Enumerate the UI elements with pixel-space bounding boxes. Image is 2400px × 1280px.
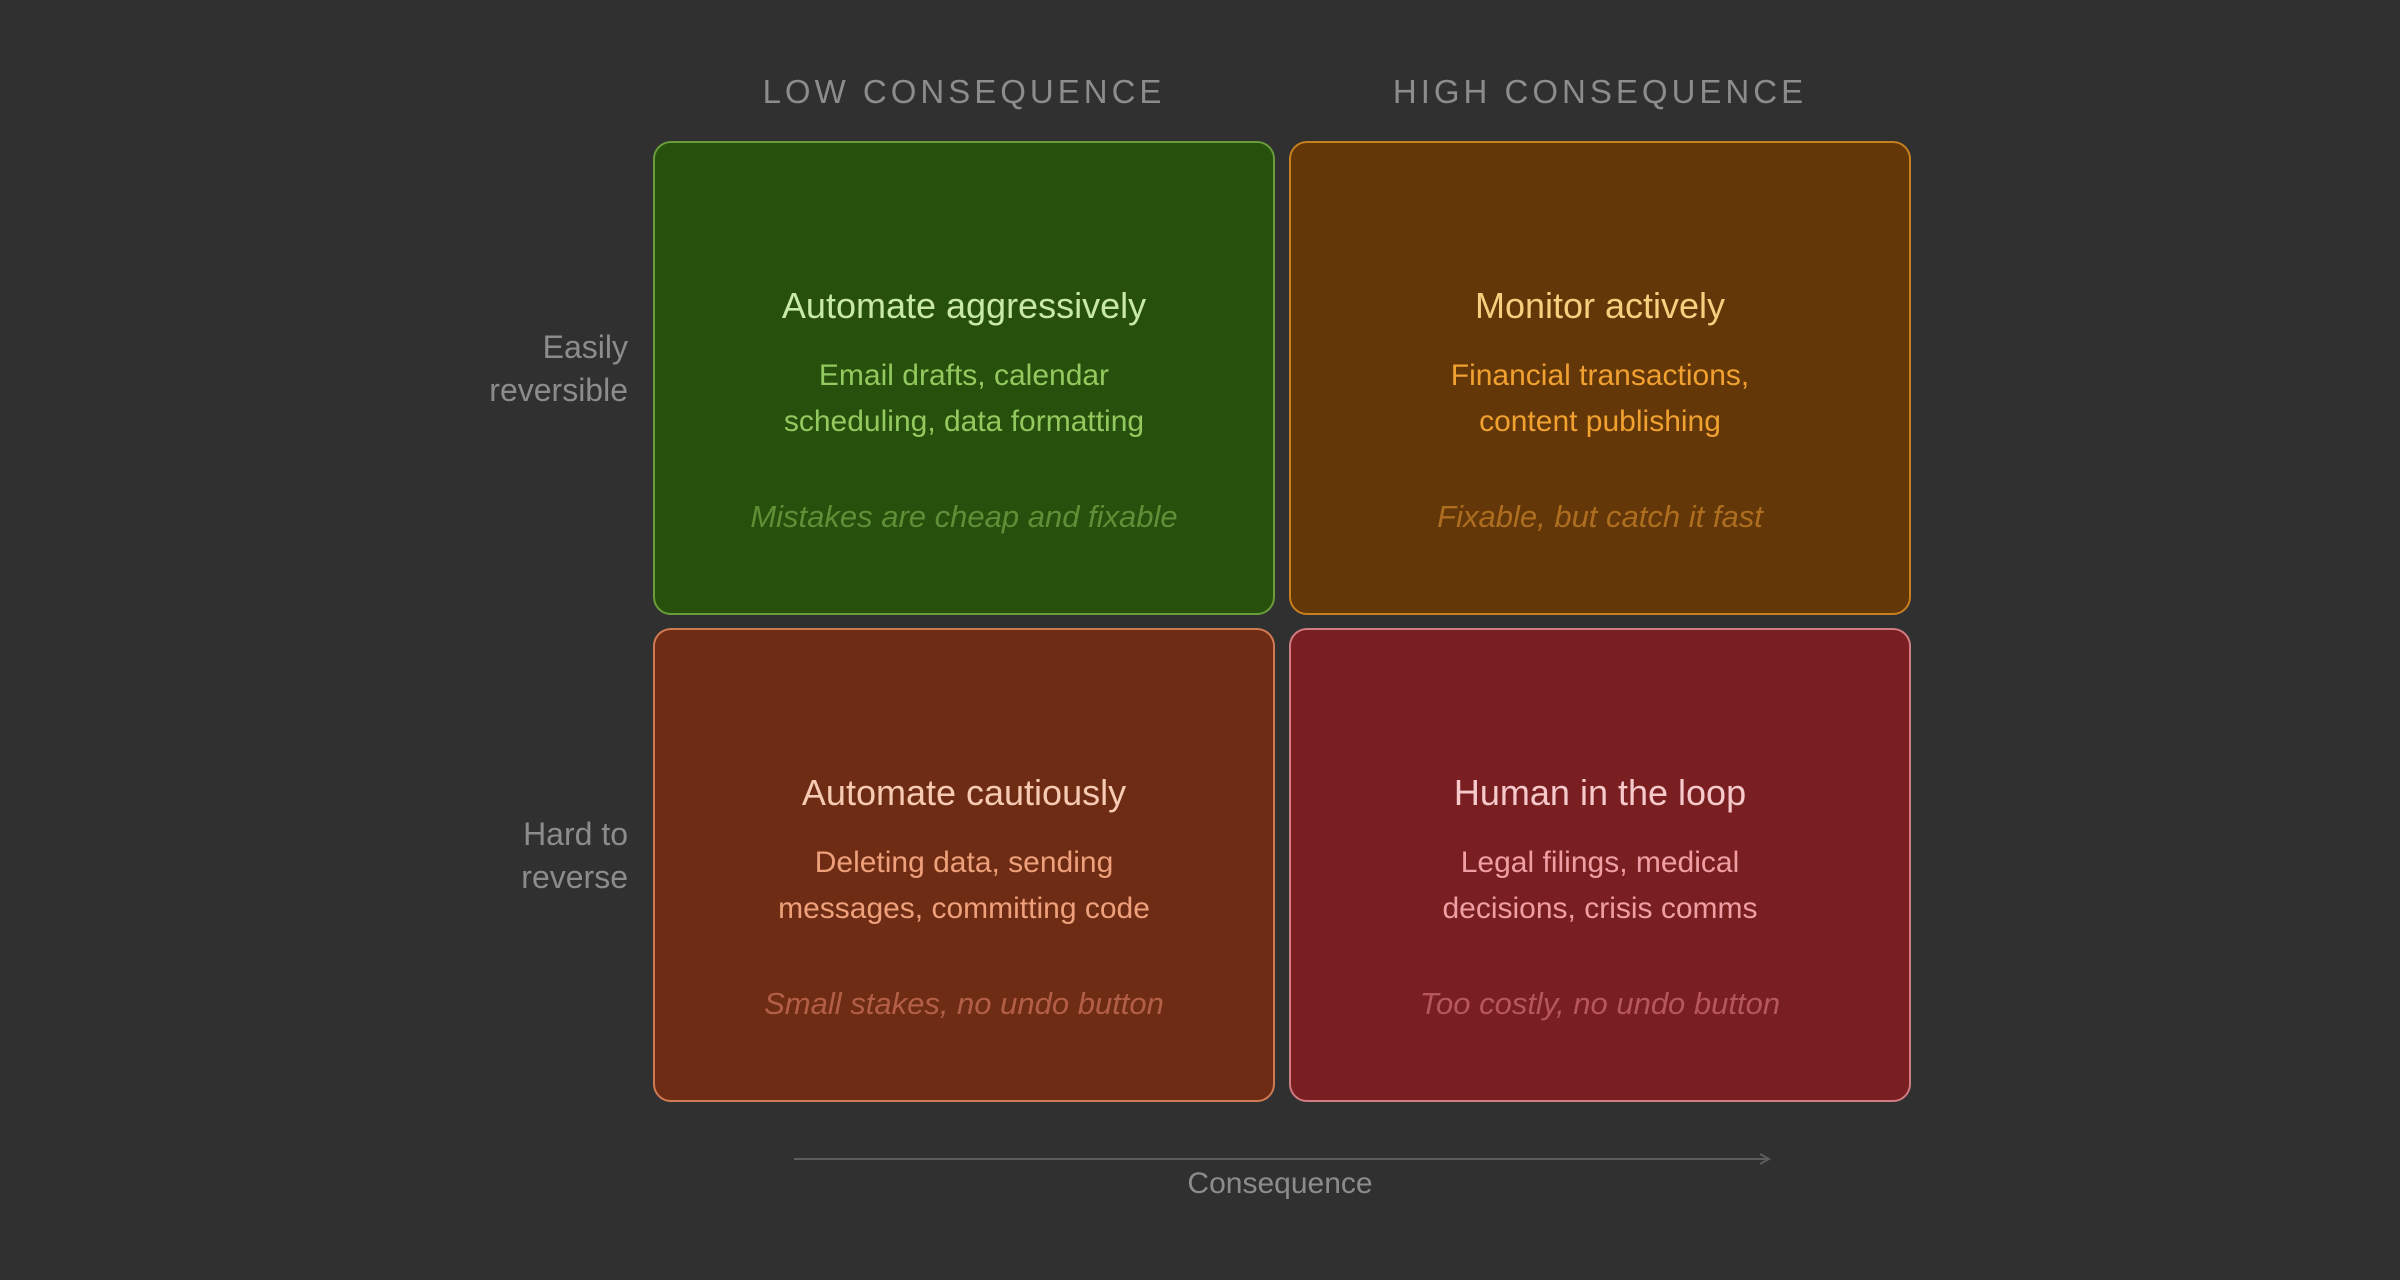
quadrant-example-line: Deleting data, sending bbox=[814, 846, 1114, 879]
quadrant-example-line: scheduling, data formatting bbox=[783, 405, 1145, 438]
column-header-low-consequence: LOW CONSEQUENCE bbox=[762, 73, 1166, 110]
quadrant-note: Mistakes are cheap and fixable bbox=[750, 499, 1178, 534]
quadrant-automate-aggressively: Automate aggressively Email drafts, cale… bbox=[653, 141, 1275, 615]
quadrant-example-line: content publishing bbox=[1479, 405, 1721, 438]
quadrant-note: Fixable, but catch it fast bbox=[1437, 499, 1763, 534]
column-header-high-consequence: HIGH CONSEQUENCE bbox=[1392, 73, 1808, 110]
row-label-line: Easily bbox=[542, 329, 628, 365]
row-label-line: reverse bbox=[521, 859, 628, 895]
axis-label-consequence: Consequence bbox=[1187, 1167, 1373, 1200]
quadrant-note: Small stakes, no undo button bbox=[764, 986, 1164, 1021]
quadrant-examples: Deleting data, sending messages, committ… bbox=[655, 840, 1273, 932]
quadrant-automate-cautiously: Automate cautiously Deleting data, sendi… bbox=[653, 628, 1275, 1102]
quadrant-example-line: Email drafts, calendar bbox=[818, 359, 1110, 392]
row-label-hard-to-reverse: Hard to reverse bbox=[300, 813, 628, 899]
quadrant-example-line: decisions, crisis comms bbox=[1442, 892, 1758, 925]
quadrant-monitor-actively: Monitor actively Financial transactions,… bbox=[1289, 141, 1911, 615]
quadrant-title: Automate cautiously bbox=[801, 772, 1127, 813]
quadrant-examples: Email drafts, calendar scheduling, data … bbox=[655, 353, 1273, 445]
consequence-axis-arrow bbox=[794, 1153, 1772, 1165]
quadrant-example-line: messages, committing code bbox=[778, 892, 1150, 925]
quadrant-title: Monitor actively bbox=[1474, 285, 1726, 326]
quadrant-title: Human in the loop bbox=[1453, 772, 1747, 813]
row-label-line: Hard to bbox=[523, 816, 628, 852]
row-label-line: reversible bbox=[489, 372, 628, 408]
quadrant-examples: Legal filings, medical decisions, crisis… bbox=[1291, 840, 1909, 932]
row-label-easily-reversible: Easily reversible bbox=[300, 326, 628, 412]
quadrant-title: Automate aggressively bbox=[781, 285, 1147, 326]
quadrant-example-line: Financial transactions, bbox=[1450, 359, 1750, 392]
quadrant-examples: Financial transactions, content publishi… bbox=[1291, 353, 1909, 445]
quadrant-note: Too costly, no undo button bbox=[1419, 986, 1781, 1021]
quadrant-human-in-the-loop: Human in the loop Legal filings, medical… bbox=[1289, 628, 1911, 1102]
quadrant-example-line: Legal filings, medical bbox=[1460, 846, 1740, 879]
